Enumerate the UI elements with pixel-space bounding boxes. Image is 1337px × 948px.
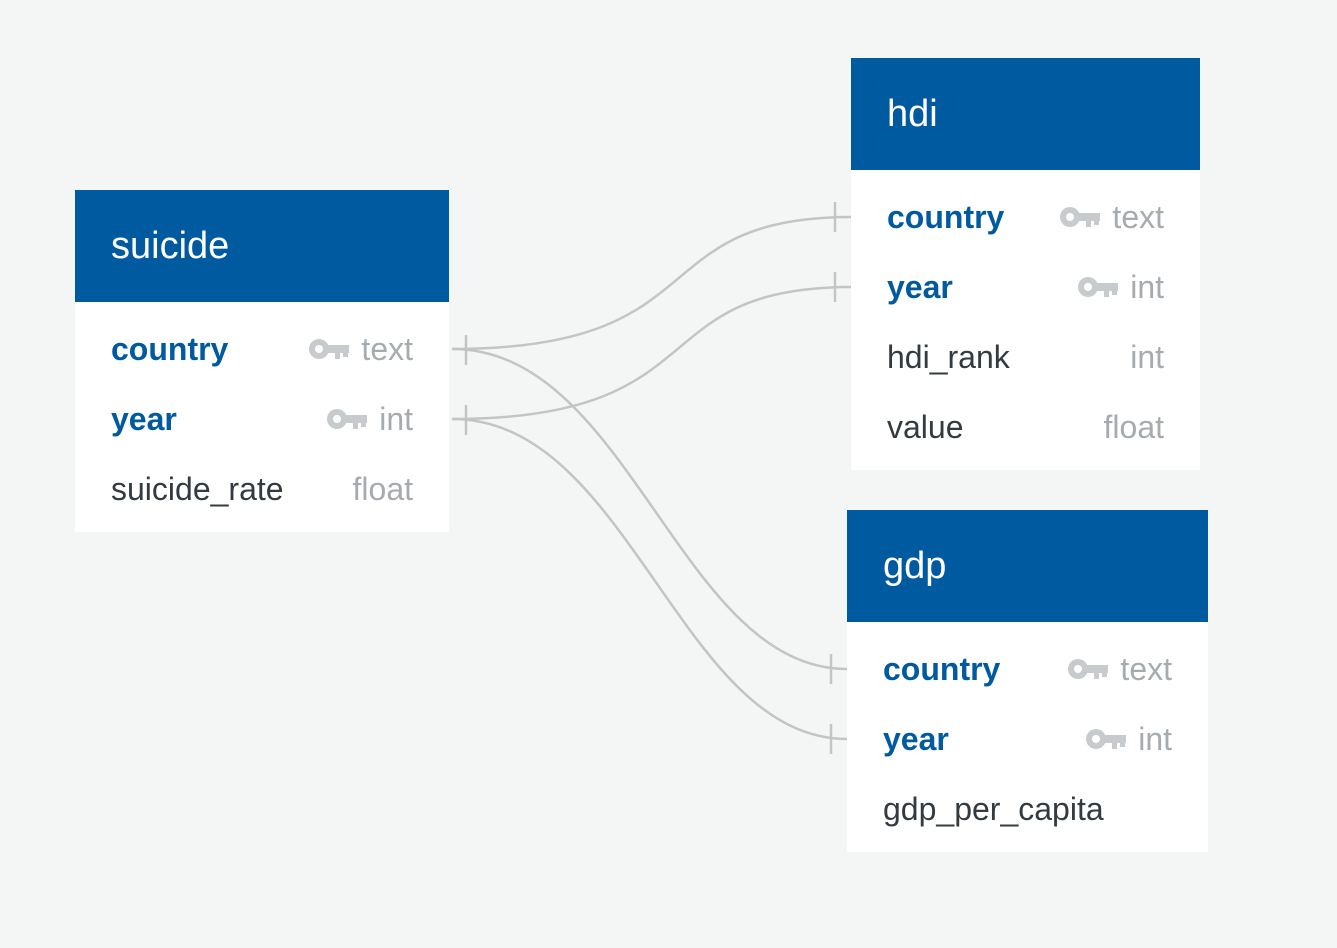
column-row-year[interactable]: year int: [851, 252, 1200, 322]
relationship-line-country-hdi: [451, 215, 852, 351]
column-type-group: int: [1084, 721, 1172, 758]
column-type: int: [1130, 268, 1164, 305]
table-title[interactable]: gdp: [847, 510, 1208, 622]
column-name: country: [883, 650, 1001, 687]
column-name: value: [887, 408, 964, 445]
column-type: float: [1103, 408, 1164, 445]
column-type-group: text: [1066, 651, 1172, 688]
table-title[interactable]: suicide: [75, 190, 449, 302]
column-name: country: [111, 330, 229, 367]
column-name: country: [887, 198, 1005, 235]
table-title[interactable]: hdi: [851, 58, 1200, 170]
column-type-group: int: [1076, 269, 1164, 306]
column-type-group: int: [325, 401, 413, 438]
column-row-year[interactable]: year int: [75, 384, 449, 454]
table-gdp[interactable]: gdp country text year: [847, 510, 1208, 852]
key-icon: [1078, 277, 1119, 297]
column-row-hdi-rank[interactable]: hdi_rank int: [851, 322, 1200, 392]
key-icon: [1068, 659, 1109, 679]
column-row-gdp-per-capita[interactable]: gdp_per_capita: [847, 774, 1208, 844]
relationship-line-year-gdp: [451, 417, 848, 741]
key-icon: [1086, 729, 1127, 749]
relationship-line-year-hdi: [451, 285, 852, 421]
column-type-group: text: [1058, 199, 1164, 236]
key-icon: [327, 409, 368, 429]
table-hdi[interactable]: hdi country text year: [851, 58, 1200, 470]
column-type-group: text: [307, 331, 413, 368]
column-type: int: [379, 400, 413, 437]
column-row-year[interactable]: year int: [847, 704, 1208, 774]
column-type: text: [1120, 650, 1172, 687]
table-columns: country text year: [851, 170, 1200, 470]
column-type: float: [352, 470, 413, 507]
column-type: int: [1138, 720, 1172, 757]
key-icon: [1060, 207, 1101, 227]
column-type: text: [361, 330, 413, 367]
column-row-suicide-rate[interactable]: suicide_rate float: [75, 454, 449, 524]
column-name: year: [883, 720, 949, 757]
column-name: hdi_rank: [887, 338, 1010, 375]
column-row-country[interactable]: country text: [851, 182, 1200, 252]
column-name: year: [887, 268, 953, 305]
column-row-country[interactable]: country text: [847, 634, 1208, 704]
column-name: gdp_per_capita: [883, 790, 1104, 827]
relationship-line-country-gdp: [451, 347, 848, 671]
key-icon: [309, 339, 350, 359]
column-type: int: [1130, 338, 1164, 375]
column-name: year: [111, 400, 177, 437]
column-name: suicide_rate: [111, 470, 284, 507]
table-suicide[interactable]: suicide country text year: [75, 190, 449, 532]
table-columns: country text year: [75, 302, 449, 532]
column-row-country[interactable]: country text: [75, 314, 449, 384]
table-columns: country text year: [847, 622, 1208, 852]
column-row-value[interactable]: value float: [851, 392, 1200, 462]
column-type: text: [1112, 198, 1164, 235]
